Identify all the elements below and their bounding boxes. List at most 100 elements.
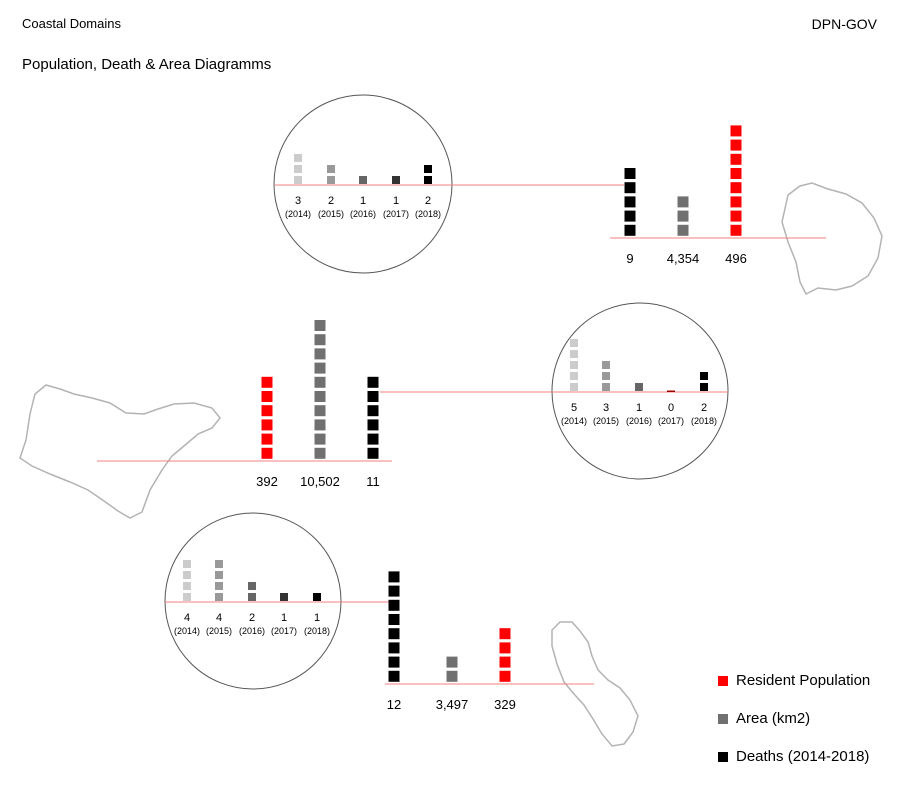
main-bar-label: 10,502	[300, 474, 340, 489]
main-bar-square	[730, 210, 742, 222]
year-death-square	[215, 571, 223, 579]
zoom-circle-2	[551, 302, 729, 480]
main-bar-square	[730, 168, 742, 179]
year-death-square	[215, 560, 223, 568]
header-right-code: DPN-GOV	[811, 16, 877, 32]
year-death-square	[424, 165, 432, 173]
year-label: (2014)	[285, 209, 311, 219]
year-label: (2017)	[383, 209, 409, 219]
main-bar-square	[314, 362, 326, 374]
main-bar-square	[730, 182, 742, 194]
year-label: (2015)	[206, 626, 232, 636]
year-death-value: 0	[668, 402, 674, 414]
main-bar-square	[677, 210, 689, 222]
main-bar-square	[314, 334, 326, 346]
page-title: Population, Death & Area Diagramms	[22, 56, 272, 73]
year-death-value: 5	[571, 402, 577, 414]
year-death-value: 3	[295, 195, 301, 207]
legend-item-deaths: Deaths (2014-2018)	[718, 748, 869, 765]
main-bar-square	[367, 419, 379, 431]
year-label: (2016)	[350, 209, 376, 219]
year-death-square	[700, 372, 708, 380]
year-death-square	[359, 176, 367, 184]
main-bar-square	[367, 405, 379, 417]
year-death-value: 1	[281, 612, 287, 624]
year-label: (2016)	[626, 416, 652, 426]
island-outline-2	[19, 384, 221, 519]
year-death-value: 2	[701, 402, 707, 414]
main-bar-square	[677, 224, 689, 236]
year-label: (2018)	[304, 626, 330, 636]
year-label: (2018)	[691, 416, 717, 426]
island-outline-3	[551, 621, 639, 747]
year-death-square	[602, 383, 610, 391]
main-bar-square	[261, 391, 273, 402]
year-death-value: 2	[249, 612, 255, 624]
year-label: (2017)	[658, 416, 684, 426]
main-bar-square	[730, 139, 742, 151]
year-label: (2018)	[415, 209, 441, 219]
main-bar-square	[388, 642, 400, 654]
legend-label-area: Area (km2)	[736, 710, 811, 727]
main-bar-square	[314, 320, 326, 331]
main-bar-square	[388, 599, 400, 611]
year-death-square	[183, 560, 191, 568]
main-bar-square	[314, 376, 326, 388]
year-death-square	[700, 383, 708, 391]
main-bar-label: 3,497	[436, 697, 469, 712]
year-death-value: 4	[184, 612, 190, 624]
year-label: (2017)	[271, 626, 297, 636]
year-death-square	[570, 350, 578, 358]
main-bar-square	[730, 153, 742, 165]
year-death-square	[635, 383, 643, 391]
year-label: (2014)	[561, 416, 587, 426]
main-bar-square	[314, 348, 326, 360]
main-bar-label: 11	[366, 474, 380, 489]
main-bar-square	[388, 614, 400, 625]
main-bar-square	[261, 433, 273, 445]
year-death-value: 1	[393, 195, 399, 207]
main-bar-square	[367, 433, 379, 445]
main-bar-square	[677, 196, 689, 208]
main-bar-square	[499, 656, 511, 668]
year-death-value: 2	[425, 195, 431, 207]
year-death-square	[327, 165, 335, 173]
zoom-circle-3	[164, 512, 342, 690]
year-death-value: 3	[603, 402, 609, 414]
main-bar-label: 9	[626, 251, 633, 266]
main-bar-square	[730, 224, 742, 236]
main-bar-square	[388, 656, 400, 668]
year-death-square	[183, 571, 191, 579]
main-bar-square	[261, 405, 273, 417]
main-bar-square	[314, 391, 326, 402]
main-bar-square	[314, 433, 326, 445]
main-bar-square	[499, 642, 511, 654]
main-bar-square	[367, 376, 379, 388]
year-death-zero-mark	[667, 390, 675, 392]
year-death-value: 1	[636, 402, 642, 414]
year-death-square	[570, 339, 578, 347]
year-death-square	[570, 372, 578, 380]
main-bar-label: 496	[725, 251, 747, 266]
year-death-square	[424, 176, 432, 184]
year-death-square	[602, 372, 610, 380]
legend-swatch-deaths	[718, 751, 728, 762]
main-bar-square	[446, 670, 458, 682]
main-bar-square	[624, 224, 636, 236]
year-label: (2016)	[239, 626, 265, 636]
year-death-square	[327, 176, 335, 184]
main-bar-square	[624, 168, 636, 179]
main-bar-square	[314, 419, 326, 431]
main-bar-square	[261, 447, 273, 459]
legend-item-area: Area (km2)	[718, 710, 810, 727]
main-bar-square	[624, 196, 636, 208]
main-bar-label: 329	[494, 697, 516, 712]
main-bar-square	[388, 628, 400, 640]
main-bar-square	[388, 670, 400, 682]
year-death-square	[570, 383, 578, 391]
main-bar-square	[624, 210, 636, 222]
main-bar-square	[624, 182, 636, 194]
